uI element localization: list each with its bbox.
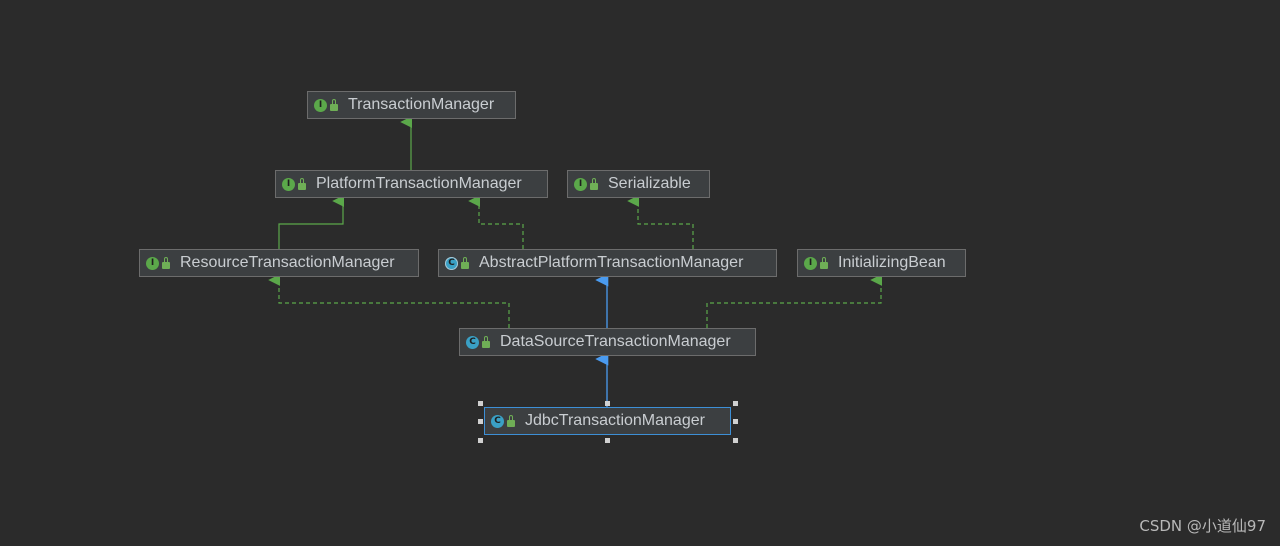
edge-abstract-to-platform [468,195,524,249]
edge-datasource-to-resource [268,274,510,328]
public-lock-icon [507,414,515,427]
resize-handle-bottom-left[interactable] [478,438,483,443]
public-lock-icon [461,256,469,269]
public-lock-icon [482,335,490,348]
node-abstract-platform-transaction-manager[interactable]: C AbstractPlatformTransactionManager [438,249,777,277]
resize-handle-top-middle[interactable] [605,401,610,406]
class-icon: C [466,335,479,349]
node-jdbc-transaction-manager[interactable]: C JdbcTransactionManager [484,407,731,435]
node-label: InitializingBean [838,254,946,271]
interface-icon: I [804,256,817,270]
resize-handle-bottom-middle[interactable] [605,438,610,443]
resize-handle-top-right[interactable] [733,401,738,406]
public-lock-icon [330,98,338,111]
class-icon: C [491,414,504,428]
node-label: AbstractPlatformTransactionManager [479,254,744,271]
node-transaction-manager[interactable]: I TransactionManager [307,91,516,119]
node-label: ResourceTransactionManager [180,254,395,271]
node-label: JdbcTransactionManager [525,412,705,429]
edge-resource-to-platform [278,195,345,249]
node-datasource-transaction-manager[interactable]: C DataSourceTransactionManager [459,328,756,356]
interface-icon: I [314,98,327,112]
node-label: Serializable [608,175,691,192]
node-label: PlatformTransactionManager [316,175,522,192]
edge-abstract-to-serializable [627,195,694,249]
node-resource-transaction-manager[interactable]: I ResourceTransactionManager [139,249,419,277]
edge-datasource-to-initializing [706,274,883,328]
resize-handle-middle-right[interactable] [733,419,738,424]
public-lock-icon [162,256,170,269]
watermark-text: CSDN @小道仙97 [1139,517,1266,535]
node-serializable[interactable]: I Serializable [567,170,710,198]
abstract-class-icon: C [445,256,458,270]
node-label: TransactionManager [348,96,495,113]
interface-icon: I [146,256,159,270]
resize-handle-middle-left[interactable] [478,419,483,424]
resize-handle-bottom-right[interactable] [733,438,738,443]
node-platform-transaction-manager[interactable]: I PlatformTransactionManager [275,170,548,198]
node-initializing-bean[interactable]: I InitializingBean [797,249,966,277]
interface-icon: I [574,177,587,191]
resize-handle-top-left[interactable] [478,401,483,406]
interface-icon: I [282,177,295,191]
public-lock-icon [820,256,828,269]
public-lock-icon [298,177,306,190]
node-label: DataSourceTransactionManager [500,333,731,350]
public-lock-icon [590,177,598,190]
